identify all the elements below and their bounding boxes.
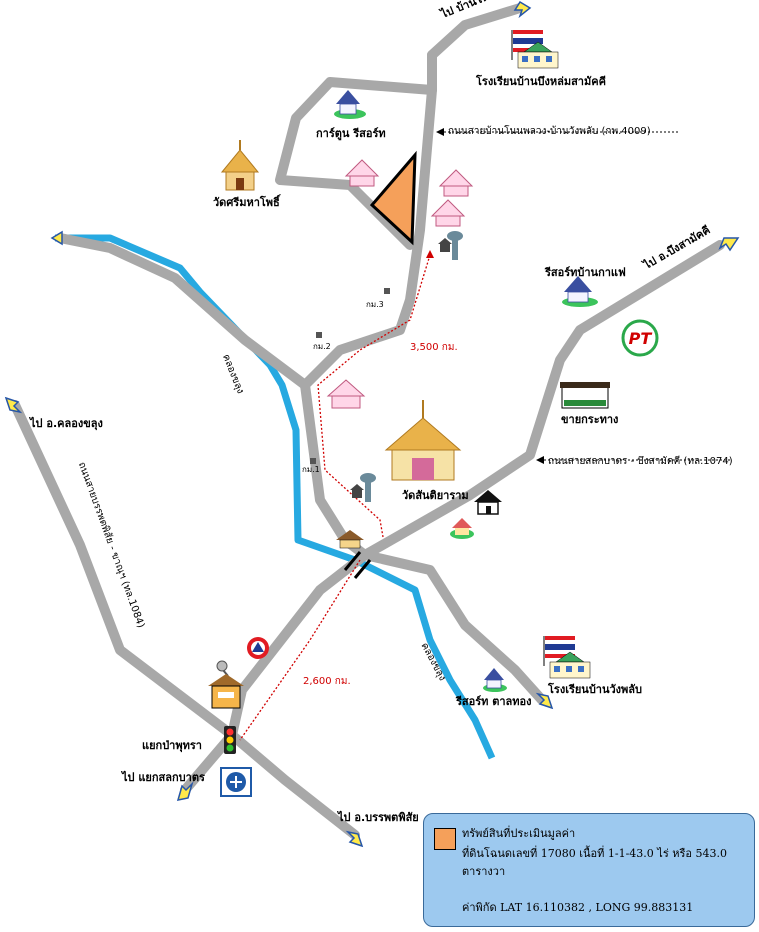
black-house-icon [474, 490, 502, 515]
canal [55, 234, 496, 760]
road-to-banphot [227, 550, 370, 840]
label-phutsa-junction: แยกป่าพุทรา [142, 739, 202, 752]
label-school-bueng-lom: โรงเรียนบ้านบึงหล่มสามัคคี [476, 75, 606, 88]
arrow-khlong-khlung [4, 396, 23, 414]
road-nonphluang-north [427, 3, 525, 60]
resort-icon-tanthong [483, 668, 507, 692]
shop-icon [560, 382, 610, 409]
label-km-3: กม.3 [366, 300, 384, 309]
arrow-bueng-samakkhi [718, 237, 740, 252]
flag-icon-bottom [543, 636, 575, 666]
arrow-wangphlap [535, 692, 554, 710]
label-road-1074: ถนนสายสลกบาตร - บึงสามัคคี (ทล.1074) [548, 456, 733, 467]
temple-icon-si-maha-pho [220, 140, 260, 191]
fuel-station-icon [247, 637, 269, 659]
ptt-logo-icon [220, 767, 252, 797]
km-marker-icons [310, 288, 390, 464]
resort-icon-cartoon [334, 90, 366, 119]
house-icon-4 [326, 379, 366, 409]
bridge-icon [343, 551, 372, 579]
pointer-arrow-1074 [536, 456, 544, 464]
subject-parcel [369, 150, 417, 246]
legend-title: ทรัพย์สินที่ประเมินมูลค่า [462, 827, 576, 840]
label-wat-santitaram: วัดสันติยาราม [402, 489, 469, 502]
shelter-icon-junction [336, 530, 364, 549]
legend-box: ทรัพย์สินที่ประเมินมูลค่า ที่ดินโฉนดเลขท… [423, 813, 755, 927]
house-icon-2 [438, 169, 474, 197]
shrine-icon-2 [350, 484, 364, 498]
road-to-wangphlap [360, 550, 547, 705]
route-dotted-upper [317, 254, 431, 538]
temple-icon-santitaram [384, 400, 462, 481]
label-road-4009: ถนนสายบ้านโนนพลวง-บ้านวังพลับ (กพ.4009) [448, 126, 651, 137]
label-km-1: กม.1 [302, 465, 320, 474]
label-coffee-resort: รีสอร์ทบ้านกาแฟ [545, 266, 626, 279]
house-icon-1 [344, 159, 380, 187]
resort-icon-coffee [562, 276, 598, 307]
label-wat-si-maha-pho: วัดศรีมหาโพธิ์ [213, 196, 280, 209]
legend-swatch-subject [434, 828, 456, 850]
road-nonphluang-main [300, 50, 437, 560]
school-icon-bottom [549, 651, 591, 679]
label-to-banphot: ไป อ.บรรพตพิสัย [338, 811, 419, 824]
label-distance-upper: 3,500 กม. [410, 342, 458, 353]
legend-deed: ที่ดินโฉนดเลขที่ 17080 เนื้อที่ 1-1-43.0… [462, 847, 727, 878]
road-1074 [360, 240, 725, 560]
label-distance-lower: 2,600 กม. [303, 676, 351, 687]
arrow-salok [176, 781, 194, 801]
arrow-banphot [345, 830, 364, 848]
label-cartoon-resort: การ์ตูน รีสอร์ท [316, 127, 386, 140]
road-top-loop [275, 77, 437, 250]
road-west-branch [55, 233, 310, 390]
pointer-arrow-4009 [436, 128, 444, 136]
traffic-light-icon [224, 726, 236, 754]
label-school-wang-phlap: โรงเรียนบ้านวังพลับ [548, 683, 643, 696]
road-1084 [10, 400, 237, 740]
school-icon-top [517, 41, 559, 69]
pt-station-logo: PT [621, 319, 659, 357]
label-to-khlong-khlung: ไป อ.คลองขลุง [30, 417, 103, 430]
resort-icon-small [450, 518, 474, 539]
label-resort-tan-thong: รีสอร์ท ตาลทอง [456, 695, 532, 708]
water-tower-icon-2 [360, 473, 376, 502]
legend-coords: ค่าพิกัด LAT 16.110382 , LONG 99.883131 [462, 901, 694, 914]
label-km-2: กม.2 [313, 342, 331, 351]
arrow-nonphluang [513, 0, 532, 19]
route-arrow-top [426, 250, 434, 258]
pt-logo-text: PT [629, 329, 653, 348]
house-icon-3 [430, 199, 466, 227]
shrine-icon-1 [438, 238, 452, 252]
arrow-canal-start [50, 230, 63, 246]
water-tower-icon-1 [447, 231, 463, 260]
label-to-salok: ไป แยกสลกบาตร [122, 771, 205, 784]
police-box-icon [208, 660, 244, 709]
label-grocery: ขายกระทาง [561, 413, 619, 426]
